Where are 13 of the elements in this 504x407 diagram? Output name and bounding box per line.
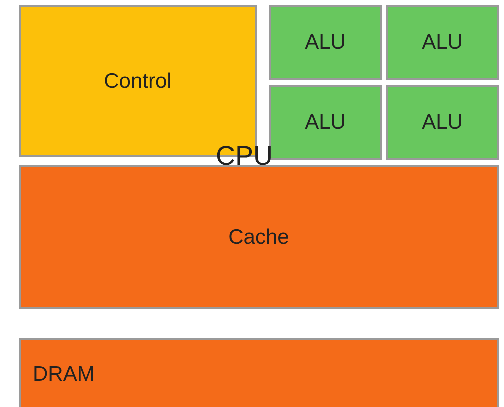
alu-block (386, 85, 499, 160)
block-label: ALU (305, 112, 346, 133)
block-label: Cache (228, 226, 290, 248)
block-label: ALU (305, 32, 346, 53)
block-label: DRAM (33, 364, 95, 385)
block-label: Control (104, 70, 172, 92)
dram-block (19, 338, 499, 407)
cache-block (19, 165, 499, 309)
alu-block (386, 5, 499, 80)
alu-block (269, 85, 382, 160)
block-label: ALU (422, 32, 463, 53)
block-label: ALU (422, 112, 463, 133)
alu-block (269, 5, 382, 80)
